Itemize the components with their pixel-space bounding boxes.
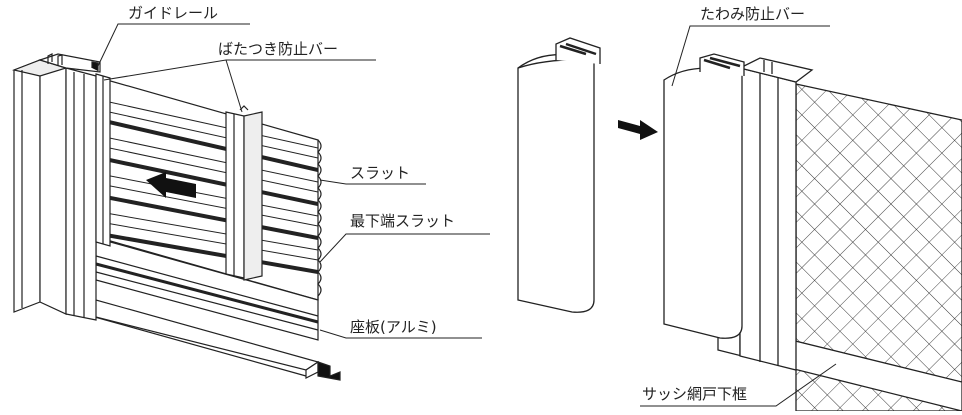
installed-assembly [663,53,962,412]
left-assembly [11,53,341,381]
label-sash-bottom-frame: サッシ網戸下框 [642,385,748,403]
loose-anti-sag-bar [517,37,601,313]
leader-lines-right [640,25,837,407]
arrow-right-icon [618,120,658,140]
anti-flap-bar-front [95,73,111,247]
label-base-plate: 座板(アルミ) [350,318,437,336]
label-guide-rail: ガイドレール [128,4,219,22]
label-slat: スラット [350,164,411,182]
frame-column [11,59,69,315]
leader-lines-left [97,23,490,339]
anti-flap-bar-rear [225,105,263,281]
label-bottom-slat: 最下端スラット [350,212,456,230]
arrow-left-icon [146,172,196,198]
label-anti-flap-bar: ばたつき防止バー [218,40,339,58]
slat-panel [99,77,322,301]
label-anti-sag-bar: たわみ防止バー [700,5,806,23]
guide-rail [38,53,101,321]
